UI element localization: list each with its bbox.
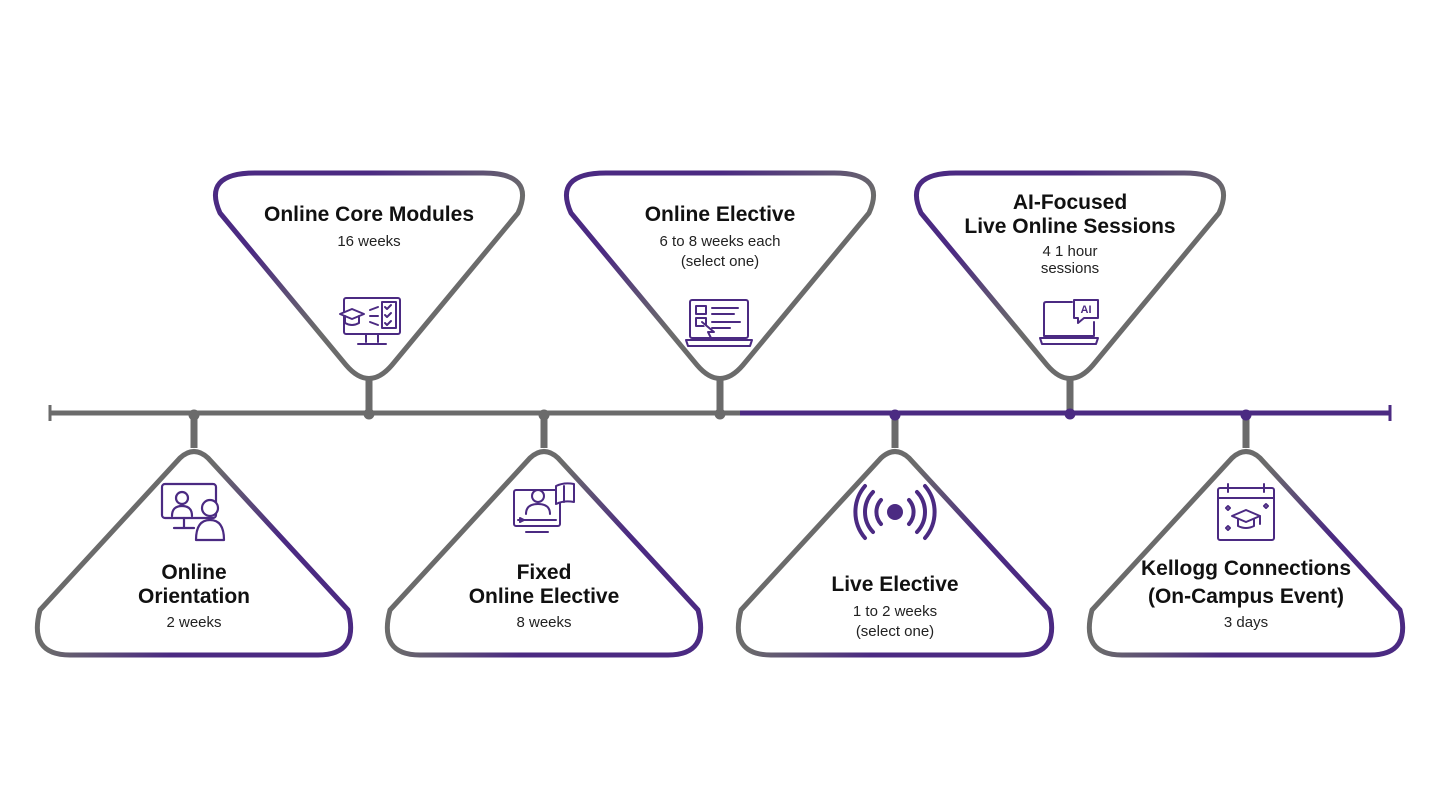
- video-lecture-icon: [513, 482, 575, 533]
- stage-title-line: AI-Focused: [1013, 191, 1127, 214]
- stage-duration: 6 to 8 weeks each: [660, 233, 781, 250]
- stage-title-line: Live Elective: [831, 573, 958, 596]
- stage-duration: 2 weeks: [166, 614, 221, 631]
- broadcast-icon: [853, 484, 937, 540]
- ai-laptop-icon: AI: [1039, 299, 1099, 345]
- calendar-graduation-icon: [1217, 483, 1275, 541]
- stage-title-line: Online Elective: [645, 203, 796, 226]
- user-computer-icon: [160, 482, 226, 542]
- stage-online-orientation: Online Orientation 2 weeks: [34, 409, 354, 658]
- stage-duration: 16 weeks: [337, 233, 400, 250]
- stage-frame: [914, 170, 1226, 381]
- stage-title-line: Online Elective: [469, 585, 620, 608]
- stage-frame: [384, 449, 704, 658]
- stage-note: (select one): [856, 623, 934, 640]
- stage-note: (select one): [681, 253, 759, 270]
- stage-duration: 4 1 hour: [1042, 243, 1097, 260]
- stage-title-line: (On-Campus Event): [1148, 585, 1344, 608]
- stage-frame: [735, 449, 1055, 658]
- stage-title-line: Online: [161, 561, 226, 584]
- stage-online-core-modules: Online Core Modules 16 weeks: [213, 170, 525, 420]
- stage-duration: 8 weeks: [516, 614, 571, 631]
- stage-frame: [564, 170, 876, 381]
- stage-frame: [1086, 449, 1406, 658]
- stage-ai-focused-live-online-sessions: AI-Focused Live Online Sessions 4 1 hour…: [914, 170, 1226, 420]
- stage-duration: sessions: [1041, 260, 1099, 277]
- graduation-screen-icon: [339, 297, 401, 345]
- stage-title-line: Fixed: [517, 561, 572, 584]
- stage-frame: [213, 170, 525, 381]
- stage-duration: 3 days: [1224, 614, 1268, 631]
- stage-frame: [34, 449, 354, 658]
- stage-live-elective: Live Elective 1 to 2 weeks (select one): [735, 409, 1055, 658]
- svg-text:AI: AI: [1081, 304, 1092, 316]
- stage-kellogg-connections: Kellogg Connections (On-Campus Event) 3 …: [1086, 409, 1406, 658]
- stage-duration: 1 to 2 weeks: [853, 603, 937, 620]
- stage-title-line: Online Core Modules: [264, 203, 474, 226]
- stage-title-line: Orientation: [138, 585, 250, 608]
- stage-online-elective: Online Elective 6 to 8 weeks each (selec…: [564, 170, 876, 420]
- stage-title-line: Kellogg Connections: [1141, 557, 1351, 580]
- stage-title-line: Live Online Sessions: [964, 215, 1175, 238]
- stage-fixed-online-elective: Fixed Online Elective 8 weeks: [384, 409, 704, 658]
- laptop-click-icon: [685, 299, 753, 347]
